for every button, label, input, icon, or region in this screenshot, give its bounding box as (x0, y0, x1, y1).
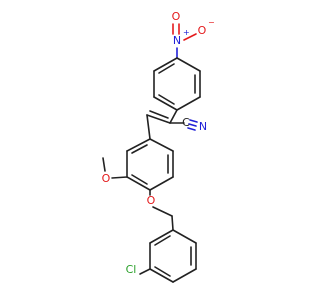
bond-vinyl-ring2 (146, 114, 151, 140)
ring2-bond-3 (149, 176, 174, 191)
molecule-structure: N + O O − C N O O Cl (102, 10, 215, 283)
nitrophenyl-ring (153, 57, 201, 111)
ring3-inner-2 (154, 266, 171, 277)
ether-oxygen-label: O (147, 194, 156, 207)
ring3-inner-3 (154, 235, 171, 246)
ring1-inner-2 (158, 94, 175, 105)
ring3-bond-3 (172, 268, 197, 283)
methoxyphenyl-ring (126, 138, 174, 191)
ring1-inner-3 (158, 63, 175, 74)
methoxy-group (102, 157, 128, 179)
bond-ch2-ring3 (171, 215, 174, 231)
bond-n-o-right (183, 33, 197, 41)
bond-methoxy-ch3 (102, 157, 106, 172)
ring1-bond-1 (176, 57, 201, 72)
ring1-bond-6 (153, 57, 178, 72)
ring2-bond-4 (126, 176, 151, 191)
atom-labels: N + O O − C N O O Cl (102, 10, 215, 276)
ring2-bond-6 (126, 138, 151, 152)
ring2-bond-1 (149, 138, 174, 152)
triple-bond-1 (188, 123, 197, 127)
double-bond-b (149, 110, 169, 119)
bond-ring-methoxy-o (111, 176, 128, 179)
ring3-bond-1 (172, 229, 197, 244)
nitro-minus-charge: − (208, 18, 215, 27)
nitro-group (172, 23, 197, 59)
triple-bond-2 (187, 127, 196, 131)
nitro-oxygen-right-label: O (198, 24, 207, 37)
ring1-bond-3 (176, 96, 201, 111)
nitrile-nitrogen-label: N (199, 120, 207, 133)
chlorine-label: Cl (126, 263, 137, 276)
ring2-inner-3 (131, 144, 148, 154)
bond-o-ch2 (152, 206, 173, 217)
chlorophenyl-ring (139, 229, 197, 283)
nitro-plus-charge: + (183, 28, 190, 37)
nitrile-carbon-label: C (182, 116, 190, 129)
triple-bond-3 (189, 119, 198, 123)
ring1-bond-4 (153, 96, 178, 111)
bond-ring-alpha (169, 109, 178, 124)
bond-ring-cl (139, 268, 151, 275)
methoxy-oxygen-label: O (102, 172, 111, 185)
ring2-inner-2 (131, 174, 148, 185)
ring3-bond-6 (149, 229, 174, 244)
acrylonitrile-core (146, 109, 198, 140)
double-bond-a (146, 114, 171, 124)
ring3-bond-4 (149, 268, 174, 283)
nitro-oxygen-top-label: O (172, 10, 181, 23)
benzyl-ether (149, 189, 174, 231)
nitro-nitrogen-label: N (173, 34, 181, 47)
